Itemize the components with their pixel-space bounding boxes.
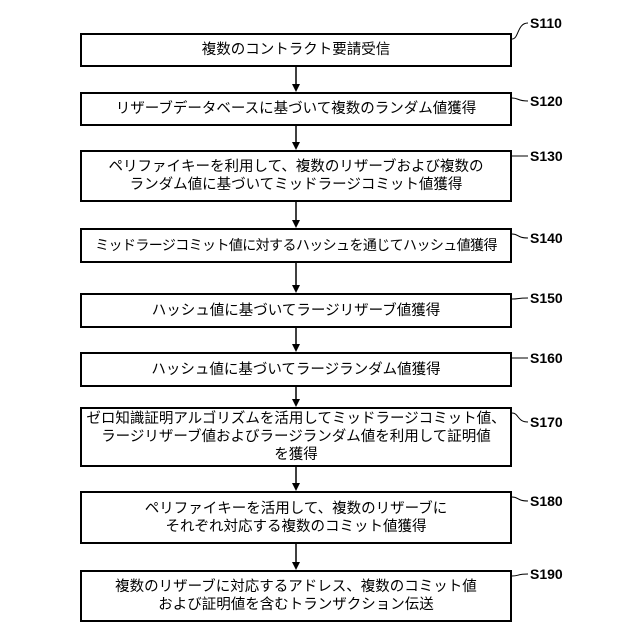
arrow-head-s140	[292, 220, 300, 228]
step-text: 複数のリザーブに対応するアドレス、複数のコミット値および証明値を含むトランザクシ…	[115, 578, 477, 614]
arrow-head-s120	[292, 84, 300, 92]
arrow-head-s170	[292, 399, 300, 407]
arrow-head-s190	[292, 562, 300, 570]
step-label-s170: S170	[530, 414, 563, 430]
step-text: ペリファイキーを利用して、複数のリザーブおよび複数のランダム値に基づいてミッドラ…	[109, 158, 484, 194]
leader-line-s120	[512, 98, 528, 101]
step-text: リザーブデータベースに基づいて複数のランダム値獲得	[116, 100, 476, 118]
step-box-s110: 複数のコントラクト要請受信	[80, 33, 512, 67]
step-box-s180: ペリファイキーを活用して、複数のリザーブにそれぞれ対応する複数のコミット値獲得	[80, 491, 512, 544]
step-text: ゼロ知識証明アルゴリズムを活用してミッドラージコミット値、ラージリザーブ値および…	[86, 410, 505, 464]
arrow-head-s180	[292, 483, 300, 491]
step-label-s140: S140	[530, 230, 563, 246]
step-box-s170: ゼロ知識証明アルゴリズムを活用してミッドラージコミット値、ラージリザーブ値および…	[80, 407, 512, 467]
arrow-head-s130	[292, 142, 300, 150]
step-label-s110: S110	[530, 15, 562, 31]
step-text: ハッシュ値に基づいてラージランダム値獲得	[151, 361, 440, 379]
step-box-s190: 複数のリザーブに対応するアドレス、複数のコミット値および証明値を含むトランザクシ…	[80, 570, 512, 622]
step-box-s160: ハッシュ値に基づいてラージランダム値獲得	[80, 352, 512, 387]
step-label-s120: S120	[530, 93, 563, 109]
step-label-s150: S150	[530, 290, 563, 306]
step-box-s140: ミッドラージコミット値に対するハッシュを通じてハッシュ値獲得	[80, 228, 512, 263]
step-label-s180: S180	[530, 493, 563, 509]
leader-line-s150	[512, 298, 528, 299]
arrow-head-s150	[292, 285, 300, 293]
step-box-s120: リザーブデータベースに基づいて複数のランダム値獲得	[80, 92, 512, 126]
leader-line-s140	[512, 234, 528, 238]
leader-line-s170	[512, 413, 528, 422]
step-text: ハッシュ値に基づいてラージリザーブ値獲得	[152, 302, 440, 320]
step-label-s130: S130	[530, 148, 563, 164]
leader-line-s180	[512, 497, 528, 501]
arrow-head-s160	[292, 344, 300, 352]
leader-line-s110	[512, 23, 528, 39]
step-text: 複数のコントラクト要請受信	[202, 41, 391, 59]
step-box-s130: ペリファイキーを利用して、複数のリザーブおよび複数のランダム値に基づいてミッドラ…	[80, 150, 512, 202]
step-box-s150: ハッシュ値に基づいてラージリザーブ値獲得	[80, 293, 512, 328]
step-label-s160: S160	[530, 350, 563, 366]
leader-line-s190	[512, 574, 528, 576]
step-label-s190: S190	[530, 566, 563, 582]
step-text: ペリファイキーを活用して、複数のリザーブにそれぞれ対応する複数のコミット値獲得	[145, 500, 447, 536]
step-text: ミッドラージコミット値に対するハッシュを通じてハッシュ値獲得	[95, 237, 497, 255]
